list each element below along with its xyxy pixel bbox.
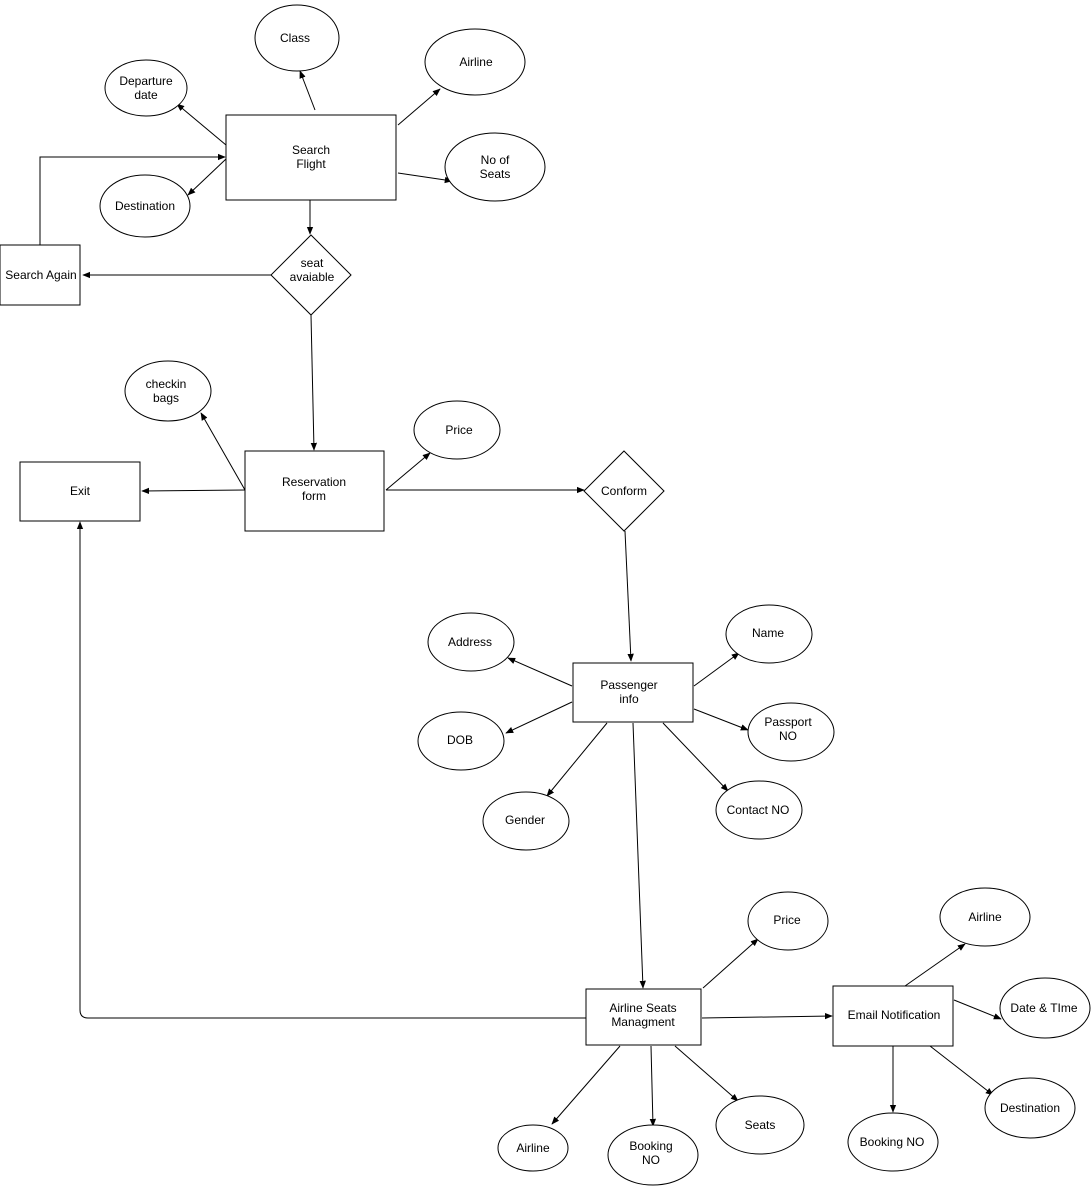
gender-label: Gender	[505, 813, 545, 827]
exit-label: Exit	[70, 484, 91, 498]
edge-seats-mgmt-to-price	[702, 938, 759, 989]
price-top-label: Price	[445, 423, 473, 437]
email-notification-process: Email Notification	[832, 985, 954, 1047]
edge-search-to-departure	[176, 103, 227, 146]
search-again-label: Search Again	[5, 268, 76, 282]
edge-seats-mgmt-to-airline	[551, 1045, 621, 1125]
destination-attribute-top: Destination	[99, 174, 191, 238]
edge-seats-mgmt-to-email	[701, 1012, 833, 1020]
airline-attribute-top: Airline	[424, 28, 526, 96]
edge-passenger-to-seats-mgmt	[632, 722, 646, 989]
class-attribute: Class	[254, 4, 340, 72]
edge-email-to-airline	[904, 943, 966, 987]
price-attribute-bottom: Price	[747, 891, 829, 951]
edge-passenger-to-contact	[662, 722, 729, 792]
name-attribute: Name	[725, 604, 813, 664]
edge-search-to-destination	[187, 158, 227, 196]
conform-label: Conform	[601, 484, 647, 498]
destination-attribute-bottom: Destination	[984, 1077, 1076, 1139]
edge-passenger-to-gender	[546, 722, 608, 797]
contact-no-label: Contact NO	[727, 803, 790, 817]
edge-passenger-to-dob	[505, 701, 573, 734]
edge-passenger-to-address	[507, 657, 573, 687]
address-label: Address	[448, 635, 492, 649]
destination-bottom-label: Destination	[1000, 1101, 1060, 1115]
class-label: Class	[280, 31, 310, 45]
booking-no-attribute-right: Booking NO	[847, 1112, 939, 1172]
address-attribute: Address	[427, 612, 515, 672]
edge-decision-to-reservation	[310, 314, 318, 451]
edge-email-to-destination	[929, 1045, 994, 1096]
edge-conform-to-passenger	[624, 530, 634, 662]
edge-passenger-to-name	[693, 652, 740, 687]
airline-bottom-label: Airline	[516, 1141, 550, 1155]
edges	[39, 70, 1002, 1127]
name-label: Name	[752, 626, 784, 640]
edge-reservation-to-exit	[141, 487, 246, 495]
dob-attribute: DOB	[417, 711, 505, 771]
edge-search-to-class	[299, 70, 316, 111]
airline-right-label: Airline	[968, 910, 1002, 924]
email-notification-label: Email Notification	[848, 1008, 941, 1022]
conform-decision: Conform	[583, 450, 665, 532]
gender-attribute: Gender	[482, 791, 570, 851]
airline-attribute-right: Airline	[939, 887, 1031, 947]
destination-top-label: Destination	[115, 199, 175, 213]
edge-email-to-datetime	[953, 999, 1002, 1020]
exit-terminal: Exit	[19, 461, 141, 522]
edge-passenger-to-passport	[693, 708, 749, 731]
dob-label: DOB	[447, 733, 473, 747]
edge-seats-mgmt-to-seats	[674, 1045, 739, 1102]
price-bottom-label: Price	[773, 913, 801, 927]
date-time-attribute: Date & TIme	[999, 977, 1091, 1039]
edge-search-to-airline	[397, 88, 441, 126]
edge-reservation-to-checkin	[200, 412, 246, 491]
seats-label: Seats	[745, 1118, 776, 1132]
edge-search-to-seats	[397, 172, 453, 184]
edge-seats-mgmt-to-booking	[649, 1045, 657, 1127]
airline-attribute-bottom: Airline	[497, 1124, 569, 1172]
airline-top-label: Airline	[459, 55, 493, 69]
seats-attribute: Seats	[715, 1095, 805, 1155]
price-attribute-top: Price	[413, 400, 501, 460]
search-again-process: Search Again	[0, 244, 81, 306]
date-time-label: Date & TIme	[1010, 1001, 1077, 1015]
edge-seats-mgmt-to-exit	[76, 521, 586, 1019]
edge-search-again-to-search	[39, 153, 226, 245]
booking-no-right-label: Booking NO	[860, 1135, 925, 1149]
edge-reservation-to-price	[385, 452, 431, 491]
contact-no-attribute: Contact NO	[715, 780, 803, 840]
